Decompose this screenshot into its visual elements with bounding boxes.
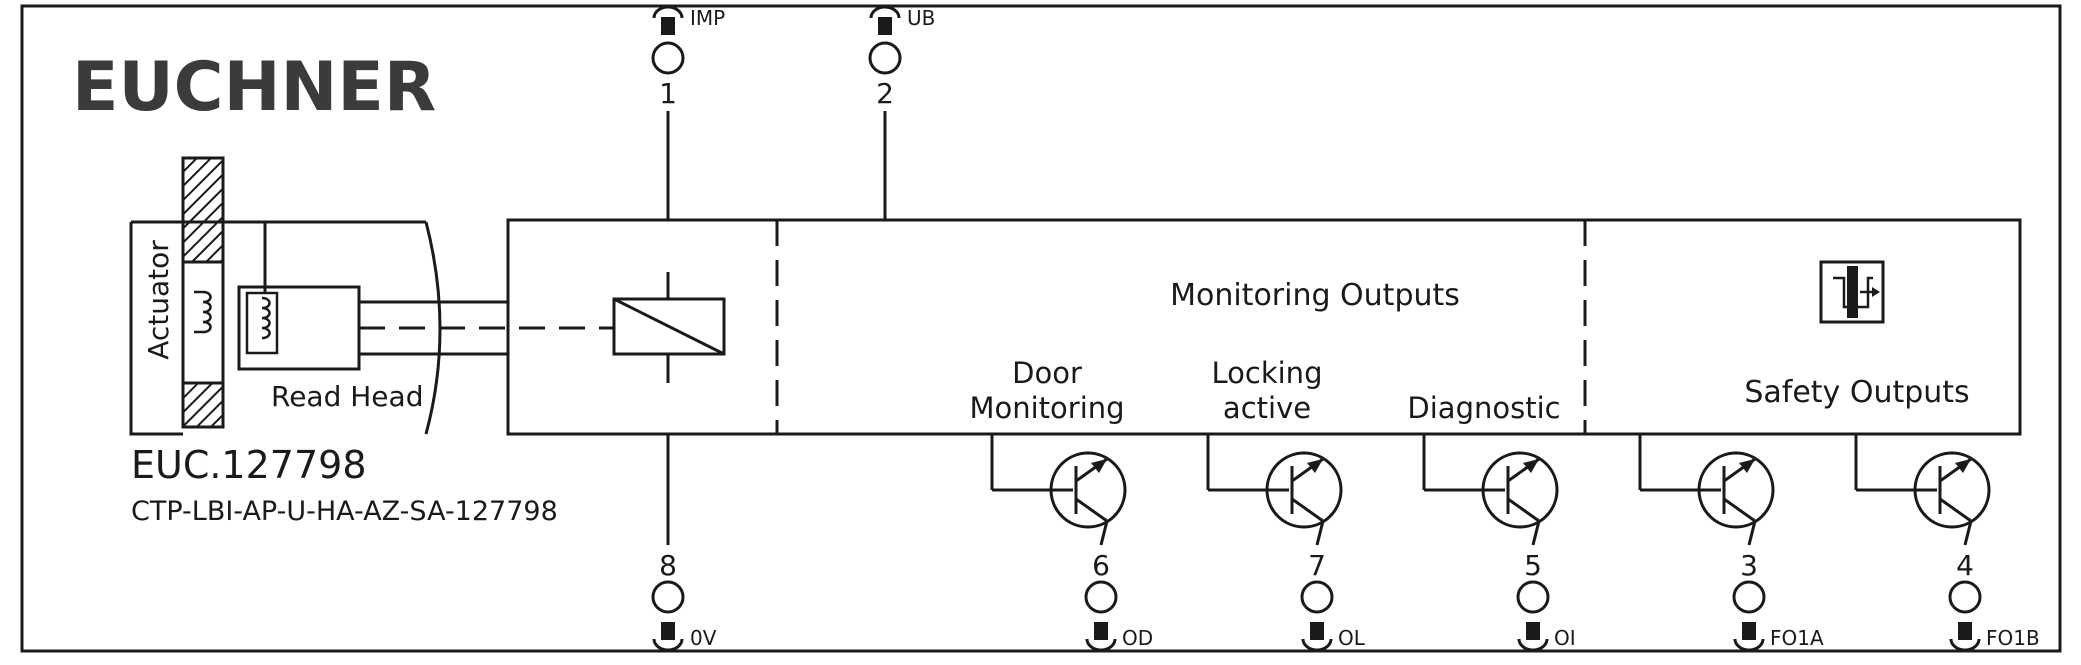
locking-active-transistor [1206, 434, 1343, 652]
terminal-3-number: 3 [1740, 549, 1758, 582]
terminal-5-number: 5 [1524, 549, 1542, 582]
read-head-label: Read Head [271, 380, 423, 413]
terminal-2-signal: UB [907, 6, 935, 30]
terminal-8 [651, 434, 685, 652]
model-code: CTP-LBI-AP-U-HA-AZ-SA-127798 [131, 496, 558, 527]
safety-outputs-title: Safety Outputs [1744, 375, 1969, 410]
locking-active-label-line2: active [1223, 391, 1311, 425]
euchner-logo: EUCHNER [72, 48, 436, 127]
door-monitoring-transistor [990, 434, 1127, 652]
locking-active-label-line1: Locking [1212, 356, 1323, 390]
terminal-1-signal: IMP [690, 6, 725, 30]
diagnostic-transistor [1422, 434, 1559, 652]
terminal-8-number: 8 [659, 549, 677, 582]
terminal-2 [868, 5, 902, 220]
order-number: EUC.127798 [131, 443, 367, 487]
terminal-7-signal: OL [1338, 626, 1366, 650]
terminal-7-number: 7 [1308, 549, 1326, 582]
monitoring-outputs-title: Monitoring Outputs [1170, 278, 1460, 313]
safety-output-b-transistor [1854, 434, 1991, 652]
door-monitoring-label-line2: Monitoring [969, 391, 1124, 425]
terminal-4-number: 4 [1956, 549, 1974, 582]
terminal-8-signal: 0V [690, 626, 717, 650]
terminal-1-number: 1 [659, 77, 677, 110]
outer-frame [20, 4, 2062, 653]
safety-output-a-transistor [1638, 434, 1775, 652]
module-box [506, 218, 2022, 436]
terminal-5-signal: OI [1554, 626, 1576, 650]
actuator-assembly [129, 156, 615, 436]
terminal-3-signal: FO1A [1770, 626, 1824, 650]
actuator-label: Actuator [142, 240, 175, 360]
terminal-1 [651, 5, 685, 220]
relay-coil-symbol [612, 272, 726, 383]
diagnostic-label: Diagnostic [1407, 391, 1560, 425]
terminal-2-number: 2 [876, 77, 894, 110]
terminal-6-signal: OD [1122, 626, 1153, 650]
terminal-4-signal: FO1B [1986, 626, 2040, 650]
safety-function-symbol [1819, 260, 1885, 324]
door-monitoring-label-line1: Door [1012, 356, 1082, 390]
terminal-6-number: 6 [1092, 549, 1110, 582]
